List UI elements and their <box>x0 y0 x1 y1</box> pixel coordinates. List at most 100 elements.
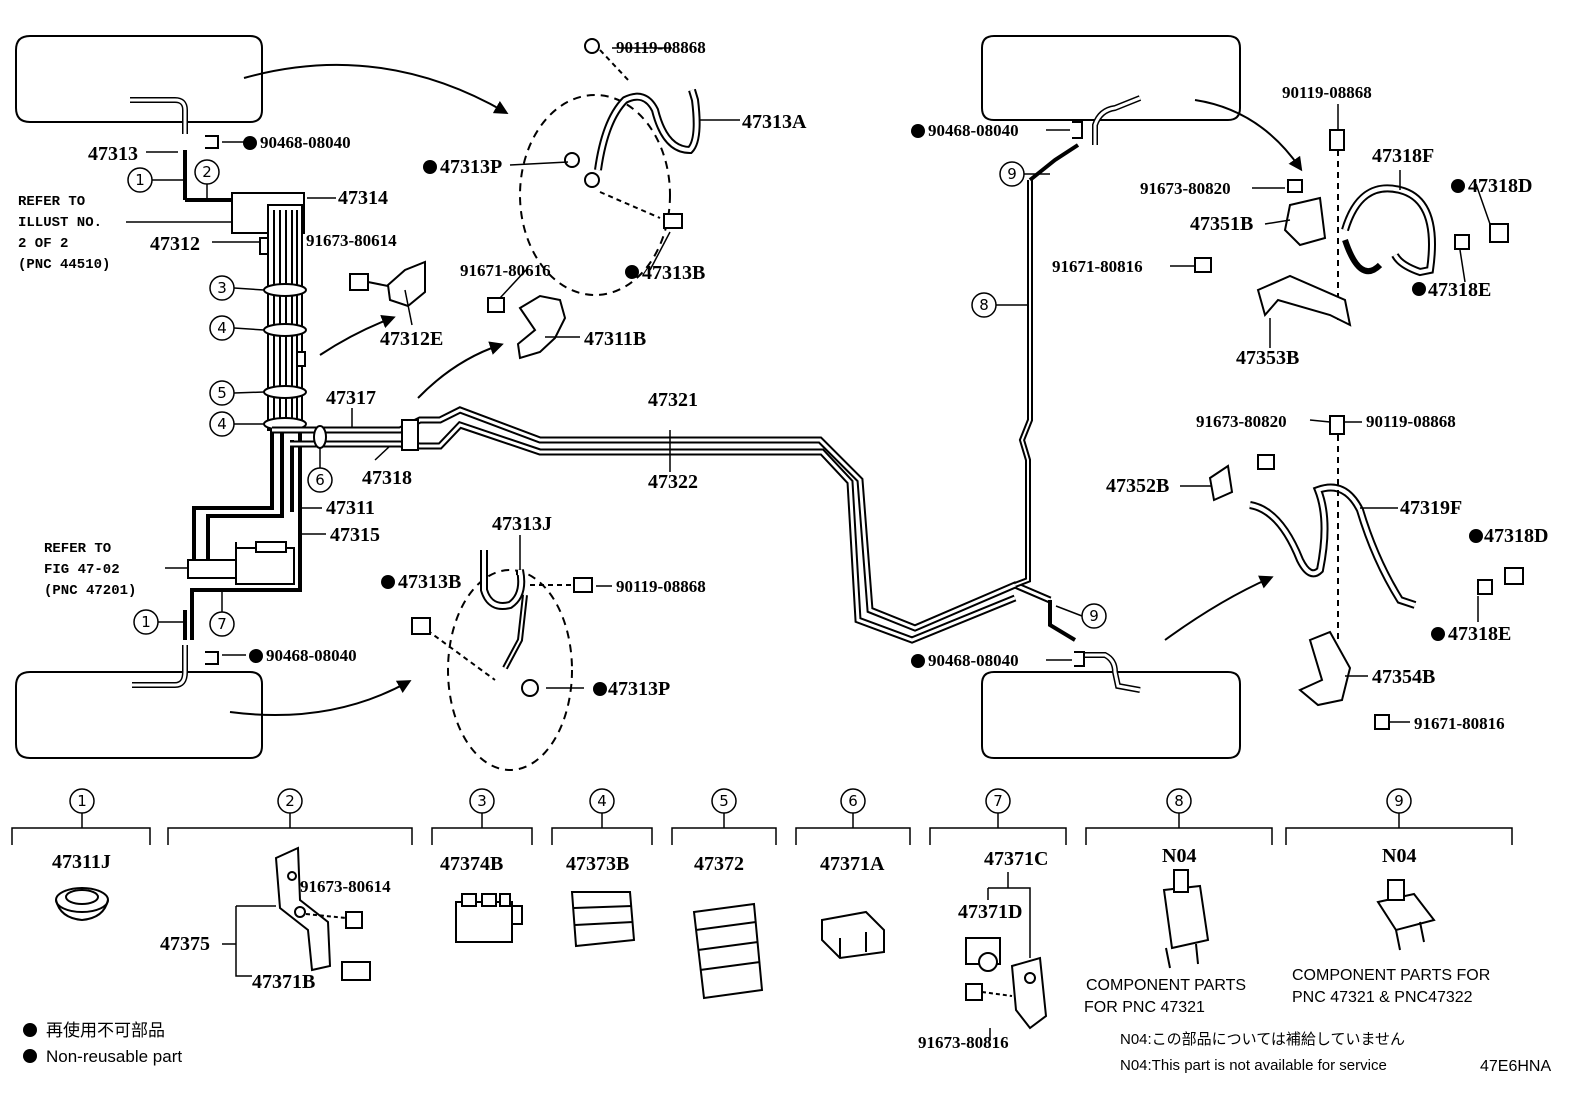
svg-text:6: 6 <box>848 792 858 810</box>
label-90119-a: 90119-08868 <box>616 38 706 57</box>
label-47313P-top: 47313P <box>440 156 502 178</box>
label-47312E: 47312E <box>380 328 443 350</box>
label-91673-80820-a: 91673-80820 <box>1140 179 1231 198</box>
label-47353B: 47353B <box>1236 347 1299 369</box>
label-47318E-top: 47318E <box>1428 279 1491 301</box>
svg-text:4: 4 <box>597 792 607 810</box>
comp-note-8-line2: FOR PNC 47321 <box>1084 999 1205 1016</box>
hose-47313J-assembly <box>411 550 593 771</box>
label-47311: 47311 <box>326 497 375 519</box>
label-47314: 47314 <box>338 187 388 209</box>
legend: 再使用不可部品 Non-reusable part <box>23 1020 182 1066</box>
label-91673-80614-a: 91673-80614 <box>306 231 397 250</box>
label-91673-80820-b: 91673-80820 <box>1196 412 1287 431</box>
label-90119-b: 90119-08868 <box>616 577 706 596</box>
comp-47374B: 47374B <box>440 853 503 875</box>
svg-text:8: 8 <box>979 296 989 314</box>
footnote-jp: N04:この部品については補給していません <box>1120 1031 1405 1048</box>
figure-code: 47E6HNA <box>1480 1058 1551 1075</box>
label-91671-80816-b: 91671-80816 <box>1414 714 1505 733</box>
svg-text:6: 6 <box>315 471 325 489</box>
svg-text:9: 9 <box>1394 792 1404 810</box>
legend-en: Non-reusable part <box>46 1047 182 1066</box>
arrows <box>229 63 1303 716</box>
label-47313: 47313 <box>88 143 138 165</box>
component-table-numbers: 1 2 3 4 5 6 7 8 9 <box>77 792 1404 810</box>
svg-text:2: 2 <box>285 792 295 810</box>
label-47312: 47312 <box>150 233 200 255</box>
part-labels: 90119-08868 47313A 47313P 47313B 90468-0… <box>88 38 1548 733</box>
svg-text:7: 7 <box>993 792 1003 810</box>
svg-text:3: 3 <box>217 279 227 297</box>
label-47317: 47317 <box>326 387 376 409</box>
label-90119-c: 90119-08868 <box>1282 83 1372 102</box>
comp-47311J: 47311J <box>52 851 111 873</box>
svg-text:9: 9 <box>1089 607 1099 625</box>
label-47313B-top: 47313B <box>642 262 705 284</box>
comp-91673-80816: 91673-80816 <box>918 1033 1009 1052</box>
svg-text:3: 3 <box>477 792 487 810</box>
svg-text:1: 1 <box>141 613 151 631</box>
label-47318D-top: 47318D <box>1468 175 1532 197</box>
label-47311B: 47311B <box>584 328 646 350</box>
footnote: N04:この部品については補給していません N04:This part is n… <box>1120 1031 1551 1075</box>
hose-47313A-assembly <box>519 38 701 296</box>
footnote-en: N04:This part is not available for servi… <box>1120 1057 1387 1074</box>
harness-bundle <box>130 97 307 688</box>
frame-box-rear-left <box>15 671 263 759</box>
svg-text:REFER TO: REFER TO <box>44 541 111 557</box>
label-47313J: 47313J <box>492 513 552 535</box>
svg-text:2: 2 <box>202 163 212 181</box>
label-47318E-bot: 47318E <box>1448 623 1511 645</box>
hose-47318F-assembly <box>1194 129 1509 327</box>
label-47313B-bot: 47313B <box>398 571 461 593</box>
svg-text:4: 4 <box>217 319 227 337</box>
component-table <box>11 788 1513 845</box>
comp-N04-9: N04 <box>1382 845 1416 867</box>
comp-47371A: 47371A <box>820 853 885 875</box>
hose-47319F-assembly <box>1208 415 1524 730</box>
callout-circle-connectors <box>152 173 1083 623</box>
label-47351B: 47351B <box>1190 213 1253 235</box>
frame-box-front-right <box>981 35 1241 121</box>
comp-47373B: 47373B <box>566 853 629 875</box>
comp-note-8-line1: COMPONENT PARTS <box>1086 977 1246 994</box>
comp-N04-8: N04 <box>1162 845 1196 867</box>
component-part-labels: 47311J 47375 91673-80614 47371B 47374B 4… <box>52 845 1490 1052</box>
frame-box-rear-right <box>981 671 1241 759</box>
comp-note-9-line2: PNC 47321 & PNC47322 <box>1292 989 1473 1006</box>
label-47354B: 47354B <box>1372 666 1435 688</box>
comp-91673-80614: 91673-80614 <box>300 877 391 896</box>
label-47313A: 47313A <box>742 111 807 133</box>
label-47318D-bot: 47318D <box>1484 525 1548 547</box>
clip-fittings <box>205 121 1085 667</box>
label-90468-a: 90468-08040 <box>260 133 351 152</box>
svg-text:2 OF 2: 2 OF 2 <box>18 236 68 252</box>
comp-note-9-line1: COMPONENT PARTS FOR <box>1292 967 1490 984</box>
svg-text:8: 8 <box>1174 792 1184 810</box>
label-47322: 47322 <box>648 471 698 493</box>
non-reusable-markers <box>243 124 1483 696</box>
svg-text:5: 5 <box>217 384 227 402</box>
label-47321: 47321 <box>648 389 698 411</box>
comp-47371B: 47371B <box>252 971 315 993</box>
svg-text:(PNC 47201): (PNC 47201) <box>44 583 136 599</box>
svg-text:7: 7 <box>217 615 227 633</box>
svg-text:9: 9 <box>1007 165 1017 183</box>
svg-text:4: 4 <box>217 415 227 433</box>
label-47352B: 47352B <box>1106 475 1169 497</box>
label-90468-c: 90468-08040 <box>928 121 1019 140</box>
component-drawings <box>55 846 1436 1040</box>
svg-text:1: 1 <box>135 171 145 189</box>
callout-numbers: 1 2 3 4 5 4 6 1 7 9 8 9 <box>135 163 1099 633</box>
label-47318: 47318 <box>362 467 412 489</box>
label-90119-d: 90119-08868 <box>1366 412 1456 431</box>
svg-text:(PNC 44510): (PNC 44510) <box>18 257 110 273</box>
legend-jp: 再使用不可部品 <box>46 1020 165 1040</box>
frame-box-front-left <box>15 35 263 123</box>
label-90468-b: 90468-08040 <box>266 646 357 665</box>
bracket-47311B <box>487 294 567 360</box>
bracket-47312E <box>349 260 426 308</box>
svg-text:5: 5 <box>719 792 729 810</box>
